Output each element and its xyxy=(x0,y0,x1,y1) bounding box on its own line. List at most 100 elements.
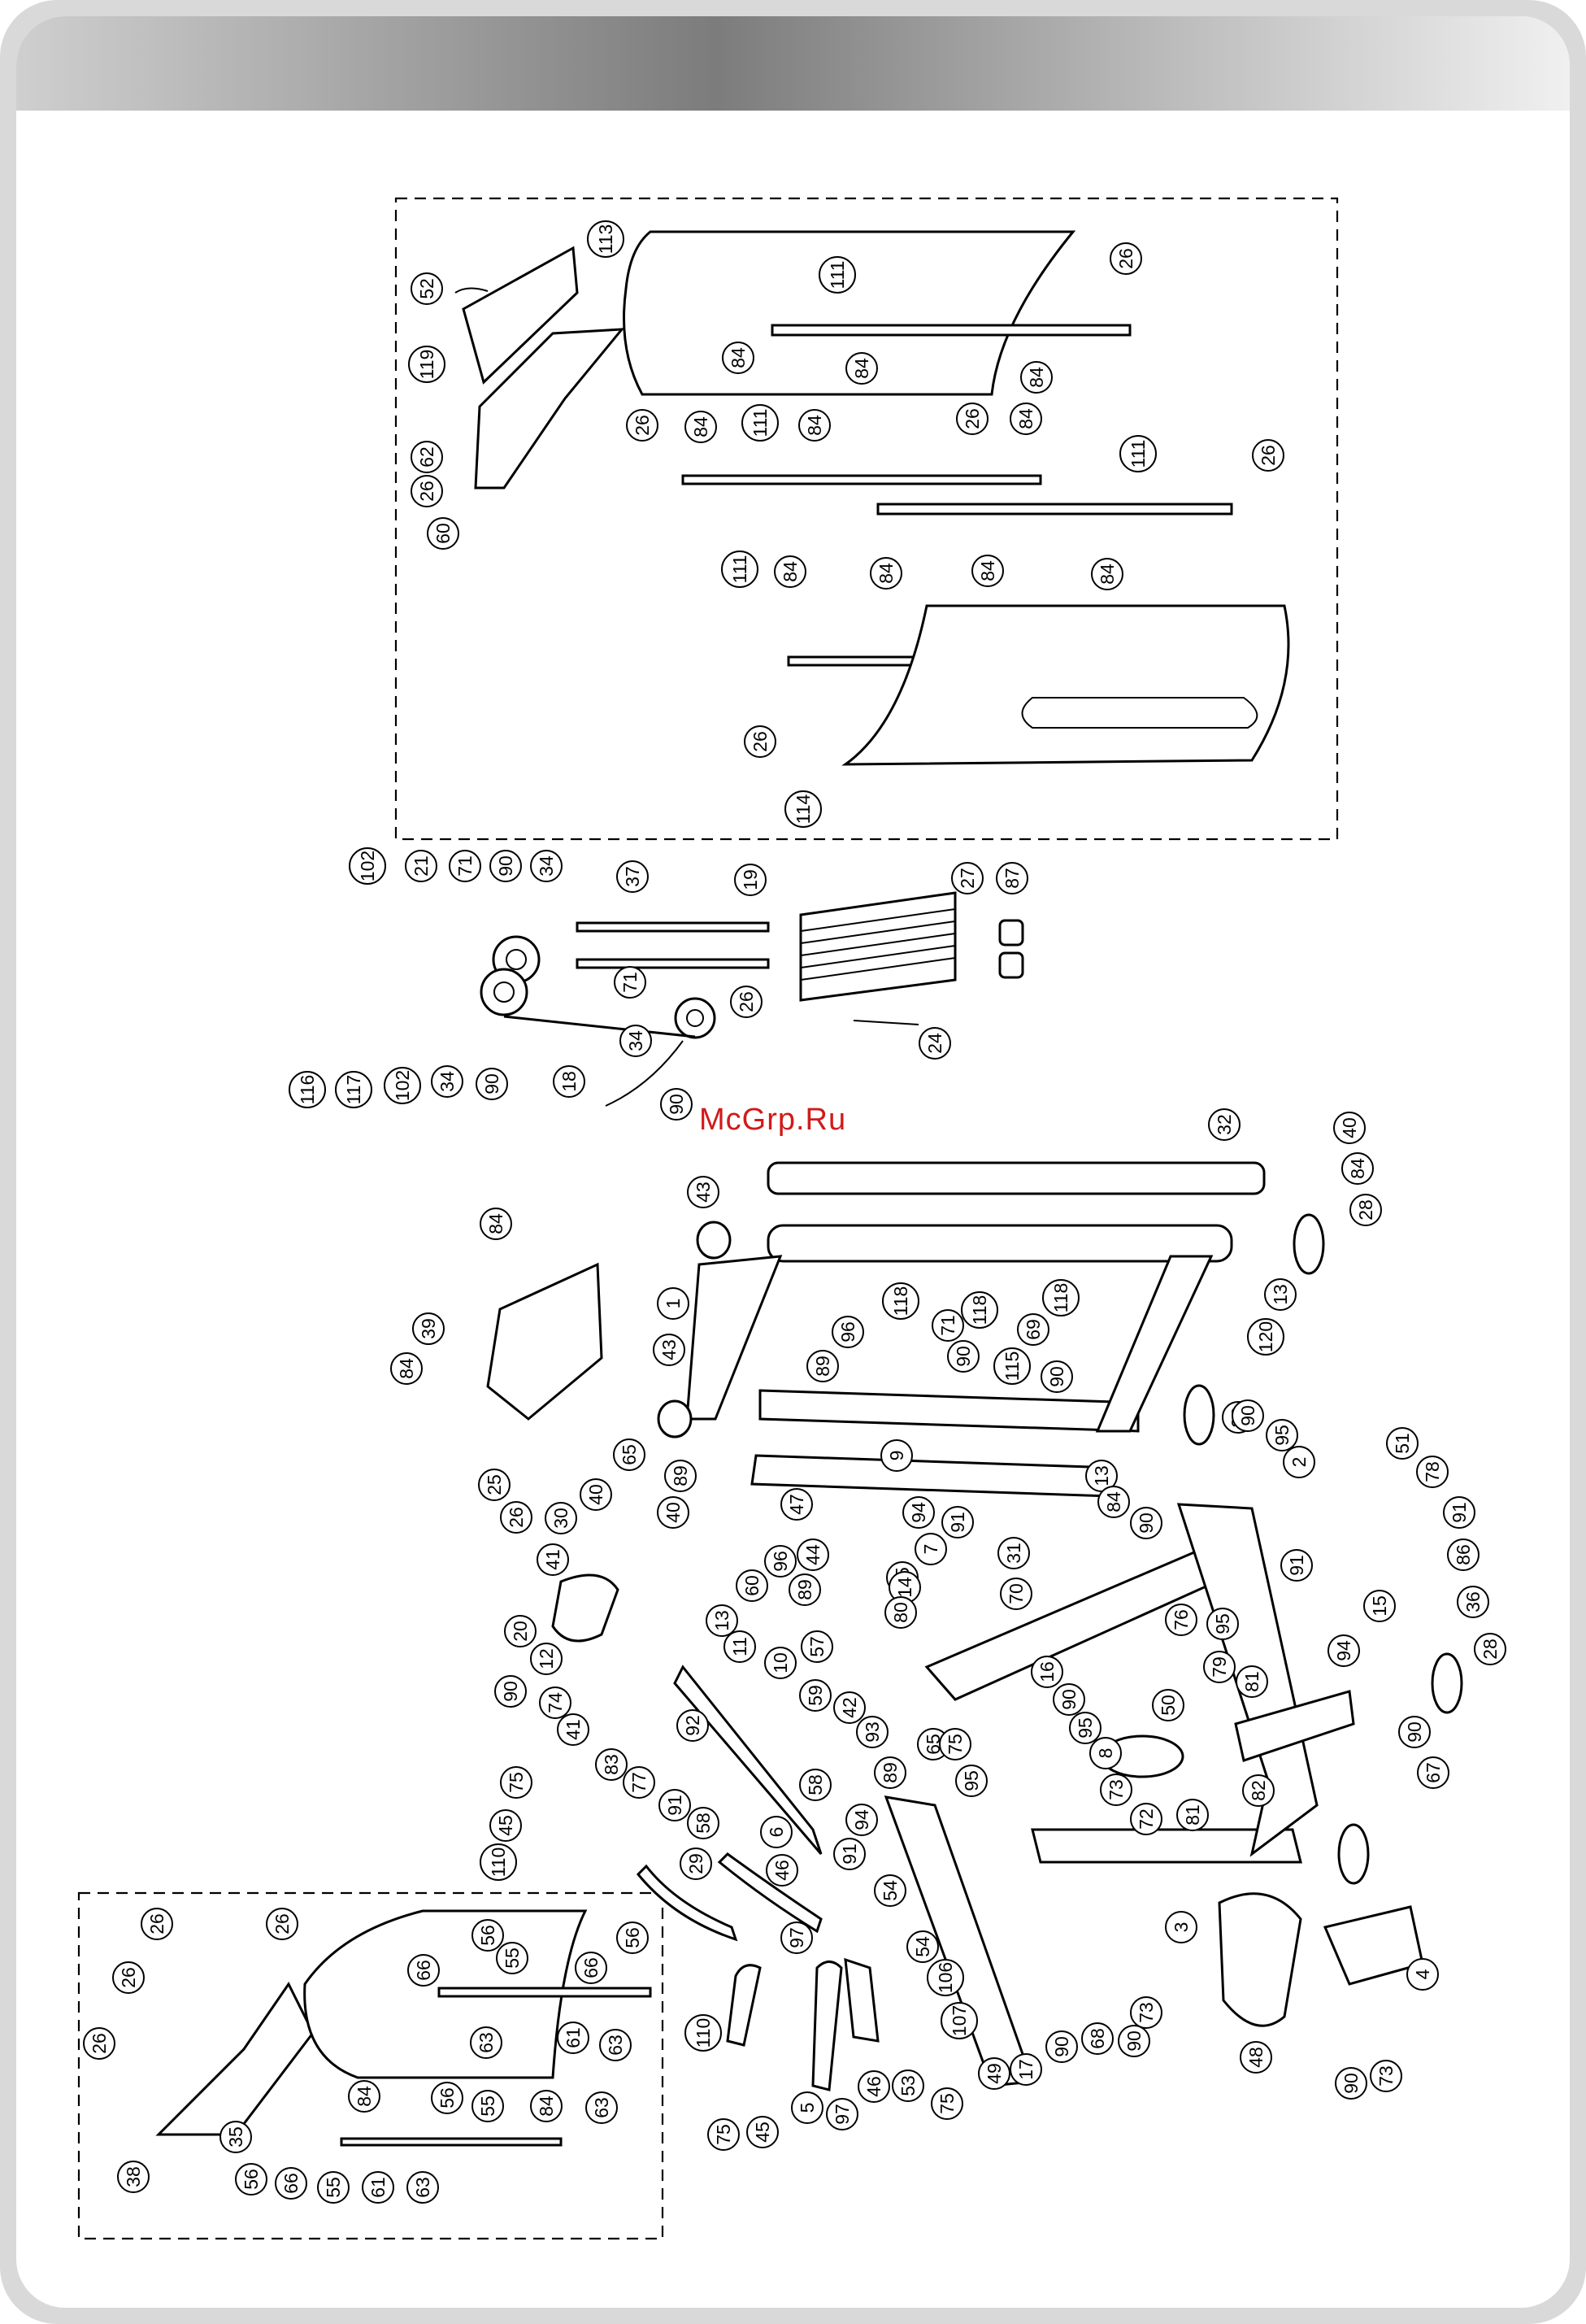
shroud-side-plates xyxy=(454,246,625,490)
part-number-label: 54 xyxy=(880,1880,901,1901)
end-caps xyxy=(657,1213,1463,1885)
part-callout-43: 43 xyxy=(653,1334,685,1366)
part-callout-84: 84 xyxy=(845,352,878,385)
part-callout-110: 110 xyxy=(480,1843,517,1881)
part-number-label: 26 xyxy=(736,991,757,1012)
part-number-label: 73 xyxy=(1375,2065,1397,2087)
part-number-label: 90 xyxy=(495,855,516,877)
part-callout-63: 63 xyxy=(406,2171,439,2204)
part-callout-84: 84 xyxy=(480,1208,512,1240)
part-callout-61: 61 xyxy=(362,2171,394,2204)
part-number-label: 84 xyxy=(977,560,998,581)
part-number-label: 80 xyxy=(890,1602,911,1623)
part-number-label: 119 xyxy=(416,350,437,380)
part-number-label: 89 xyxy=(880,1762,901,1783)
part-callout-71: 71 xyxy=(614,966,646,999)
part-number-label: 54 xyxy=(912,1936,933,1957)
part-number-label: 90 xyxy=(953,1346,974,1367)
part-callout-40: 40 xyxy=(580,1478,612,1511)
part-number-label: 102 xyxy=(357,851,378,881)
part-number-label: 26 xyxy=(632,415,653,436)
part-callout-91: 91 xyxy=(941,1506,974,1538)
part-number-label: 60 xyxy=(741,1575,763,1596)
part-number-label: 66 xyxy=(280,2173,302,2194)
part-number-label: 84 xyxy=(1015,408,1036,429)
part-callout-58: 58 xyxy=(687,1807,719,1839)
part-number-label: 10 xyxy=(770,1652,791,1673)
part-number-label: 90 xyxy=(1058,1689,1080,1710)
part-number-label: 40 xyxy=(1339,1117,1360,1138)
part-callout-90: 90 xyxy=(489,850,522,882)
seat-and-backrest xyxy=(486,1262,1424,2027)
part-number-label: 74 xyxy=(545,1692,566,1713)
part-callout-117: 117 xyxy=(335,1071,372,1108)
part-number-label: 111 xyxy=(827,261,848,289)
part-callout-41: 41 xyxy=(537,1543,569,1576)
part-callout-102: 102 xyxy=(349,847,386,885)
part-number-label: 8 xyxy=(1095,1748,1116,1759)
part-callout-42: 42 xyxy=(833,1691,866,1724)
part-number-label: 38 xyxy=(123,2166,144,2187)
part-callout-8: 8 xyxy=(1089,1737,1122,1769)
part-callout-68: 68 xyxy=(1081,2022,1114,2055)
part-callout-82: 82 xyxy=(1242,1774,1275,1807)
part-number-label: 46 xyxy=(771,1860,793,1881)
part-callout-94: 94 xyxy=(902,1496,935,1529)
part-callout-90: 90 xyxy=(1335,2067,1367,2100)
part-callout-90: 90 xyxy=(1053,1683,1085,1716)
part-callout-56: 56 xyxy=(431,2082,463,2114)
part-callout-78: 78 xyxy=(1416,1456,1449,1488)
part-number-label: 37 xyxy=(622,866,643,887)
part-callout-49: 49 xyxy=(978,2057,1010,2090)
part-callout-26: 26 xyxy=(141,1908,173,1940)
part-callout-84: 84 xyxy=(1020,361,1053,394)
part-number-label: 63 xyxy=(591,2097,612,2118)
part-callout-114: 114 xyxy=(784,790,822,828)
part-callout-56: 56 xyxy=(471,1919,504,1952)
part-number-label: 29 xyxy=(685,1853,706,1874)
part-number-label: 12 xyxy=(536,1648,557,1669)
part-number-label: 6 xyxy=(766,1827,787,1838)
part-callout-47: 47 xyxy=(780,1488,813,1521)
part-callout-118: 118 xyxy=(961,1291,998,1329)
part-callout-26: 26 xyxy=(744,725,776,758)
part-number-label: 36 xyxy=(1462,1591,1484,1612)
part-number-label: 32 xyxy=(1214,1114,1235,1135)
part-number-label: 61 xyxy=(563,2027,584,2048)
part-callout-87: 87 xyxy=(996,862,1028,894)
part-number-label: 63 xyxy=(412,2177,433,2198)
part-number-label: 26 xyxy=(1115,248,1136,269)
part-number-label: 28 xyxy=(1480,1639,1501,1660)
part-number-label: 69 xyxy=(1023,1319,1044,1340)
part-number-label: 47 xyxy=(786,1494,807,1515)
part-number-label: 26 xyxy=(272,1913,293,1934)
part-number-label: 75 xyxy=(936,2093,958,2114)
part-number-label: 91 xyxy=(664,1795,685,1816)
part-number-label: 95 xyxy=(1271,1425,1293,1446)
part-number-label: 13 xyxy=(1091,1465,1112,1486)
part-number-label: 110 xyxy=(693,2018,714,2048)
part-number-label: 26 xyxy=(506,1507,527,1528)
part-number-label: 48 xyxy=(1245,2047,1267,2068)
part-number-label: 13 xyxy=(1270,1284,1291,1305)
part-callout-6: 6 xyxy=(760,1816,793,1848)
part-callout-86: 86 xyxy=(1447,1538,1480,1571)
part-number-label: 55 xyxy=(323,2177,344,2198)
part-number-label: 106 xyxy=(935,1962,956,1993)
part-callout-13: 13 xyxy=(1264,1278,1297,1311)
part-number-label: 84 xyxy=(1347,1158,1368,1179)
part-callout-26: 26 xyxy=(1110,242,1142,275)
part-number-label: 59 xyxy=(805,1685,826,1706)
part-callout-72: 72 xyxy=(1130,1803,1162,1835)
part-number-label: 114 xyxy=(793,794,814,824)
part-callout-73: 73 xyxy=(1130,1996,1162,2029)
part-callout-9: 9 xyxy=(880,1439,913,1472)
part-number-label: 18 xyxy=(558,1071,580,1092)
part-callout-97: 97 xyxy=(826,2098,858,2130)
part-callout-90: 90 xyxy=(947,1340,980,1373)
part-number-label: 40 xyxy=(585,1484,606,1505)
part-callout-84: 84 xyxy=(348,2080,380,2113)
part-number-label: 91 xyxy=(947,1512,968,1533)
part-callout-90: 90 xyxy=(1398,1716,1431,1748)
